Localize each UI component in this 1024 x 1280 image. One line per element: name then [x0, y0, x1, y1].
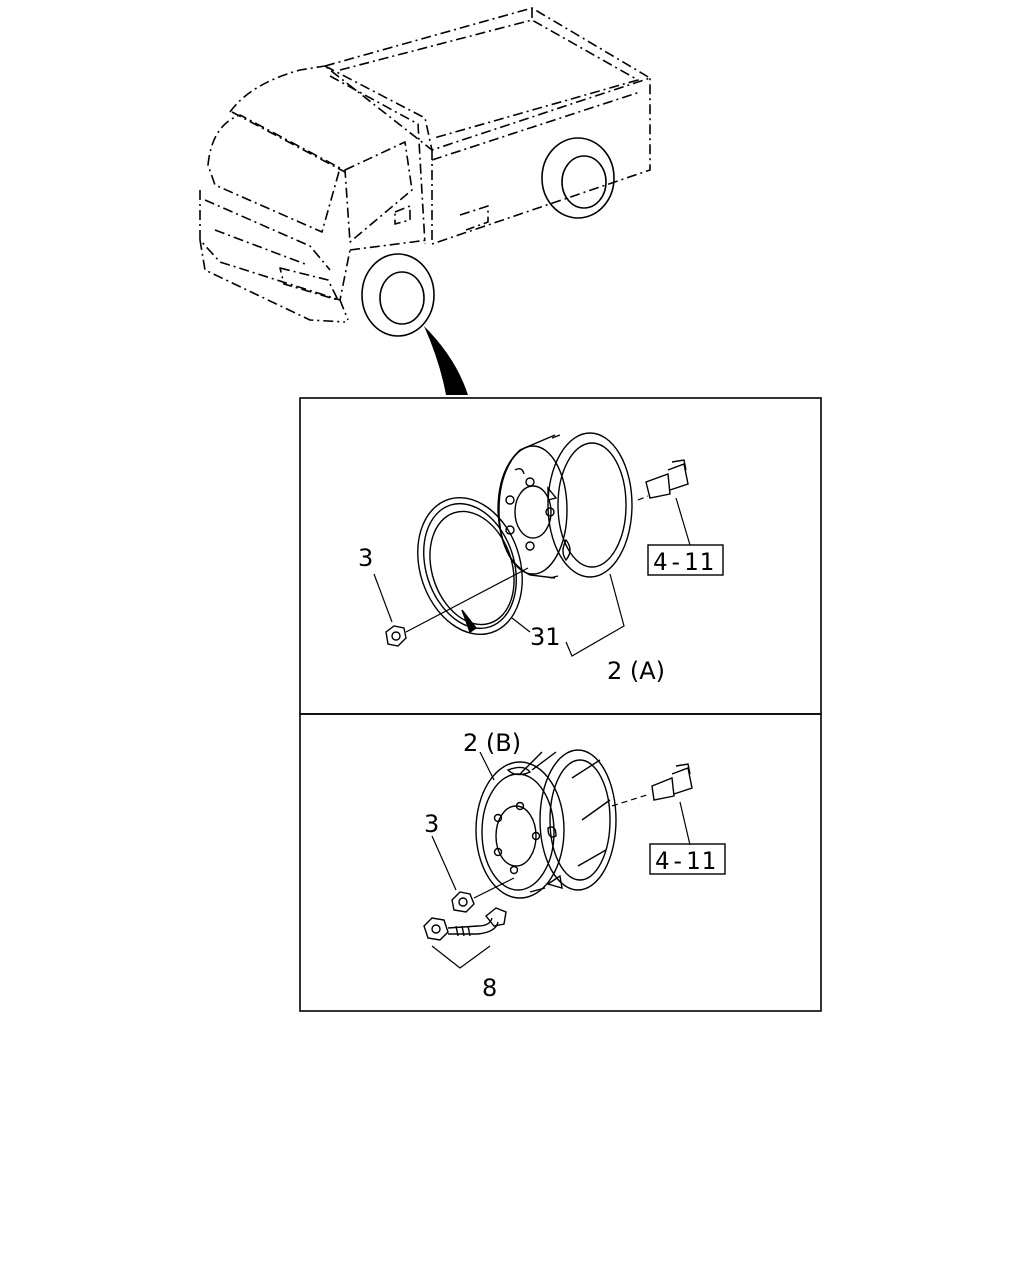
ref-label-lower: 4-11	[655, 847, 717, 875]
label-nut-lower: 3	[424, 810, 439, 838]
valve-extension	[423, 907, 507, 941]
ref-box-upper	[647, 544, 724, 576]
nut-lower	[451, 891, 475, 913]
front-wheel	[361, 253, 435, 337]
label-wheel-b: 2 (B)	[463, 729, 521, 757]
bolt-axis-line-upper	[637, 495, 649, 501]
nut-upper	[385, 625, 407, 647]
callout-arrow	[424, 326, 468, 395]
label-nut-upper: 3	[358, 544, 373, 572]
truck-wheels	[361, 137, 615, 337]
label-valve: 8	[482, 974, 497, 1002]
wheel-b	[475, 749, 617, 899]
bolt-axis-line-lower	[611, 793, 651, 807]
leader-lines-lower	[431, 751, 691, 969]
wheel-bolt-upper	[645, 459, 689, 499]
rear-wheel	[541, 137, 615, 219]
ref-box-lower	[649, 843, 726, 875]
nut-axis-line-lower	[473, 877, 515, 899]
ref-label-upper: 4-11	[653, 548, 715, 576]
label-ring: 31	[530, 623, 561, 651]
nut-axis-line-upper	[405, 567, 529, 633]
lower-panel-frame	[299, 713, 822, 1012]
wheel-a	[497, 432, 633, 579]
label-wheel-a: 2 (A)	[607, 657, 665, 685]
truck-illustration	[199, 7, 651, 323]
wheel-bolt-lower	[651, 763, 693, 801]
leader-lines-upper	[373, 497, 691, 657]
